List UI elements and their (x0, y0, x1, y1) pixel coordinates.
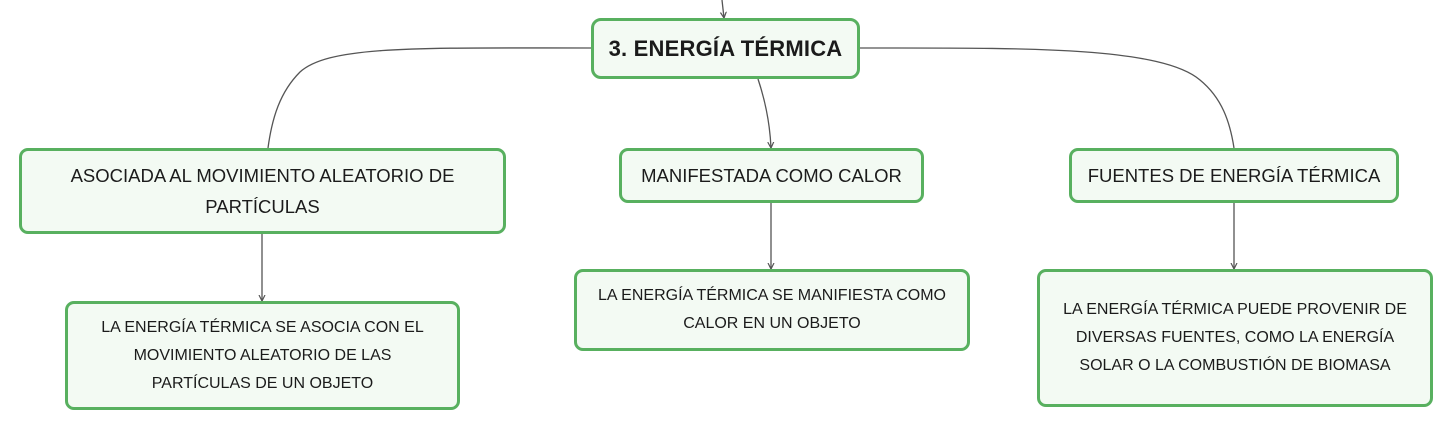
branch-node-particle-motion[interactable]: ASOCIADA AL MOVIMIENTO ALEATORIO DE PART… (19, 148, 506, 234)
connector-root-to-branch-3 (859, 47, 1235, 149)
connector-root-to-branch-2 (757, 78, 771, 148)
detail-node-text: LA ENERGÍA TÉRMICA PUEDE PROVENIR DE DIV… (1063, 301, 1407, 374)
branch-node-label: FUENTES DE ENERGÍA TÉRMICA (1087, 165, 1381, 186)
branch-node-heat[interactable]: MANIFESTADA COMO CALOR (619, 148, 924, 203)
connector-root-to-branch-1 (267, 47, 592, 149)
detail-node-sources[interactable]: LA ENERGÍA TÉRMICA PUEDE PROVENIR DE DIV… (1037, 269, 1433, 407)
root-node-label: 3. ENERGÍA TÉRMICA (608, 35, 843, 61)
branch-node-sources[interactable]: FUENTES DE ENERGÍA TÉRMICA (1069, 148, 1399, 203)
branch-node-label: ASOCIADA AL MOVIMIENTO ALEATORIO DE PART… (70, 165, 455, 217)
detail-node-particle-motion[interactable]: LA ENERGÍA TÉRMICA SE ASOCIA CON EL MOVI… (65, 301, 460, 410)
detail-node-text: LA ENERGÍA TÉRMICA SE ASOCIA CON EL MOVI… (101, 318, 424, 392)
branch-node-label: MANIFESTADA COMO CALOR (641, 165, 902, 186)
detail-node-text: LA ENERGÍA TÉRMICA SE MANIFIESTA COMO CA… (598, 287, 946, 332)
root-node[interactable]: 3. ENERGÍA TÉRMICA (591, 18, 860, 79)
detail-node-heat[interactable]: LA ENERGÍA TÉRMICA SE MANIFIESTA COMO CA… (574, 269, 970, 351)
connector-incoming (722, 0, 724, 18)
